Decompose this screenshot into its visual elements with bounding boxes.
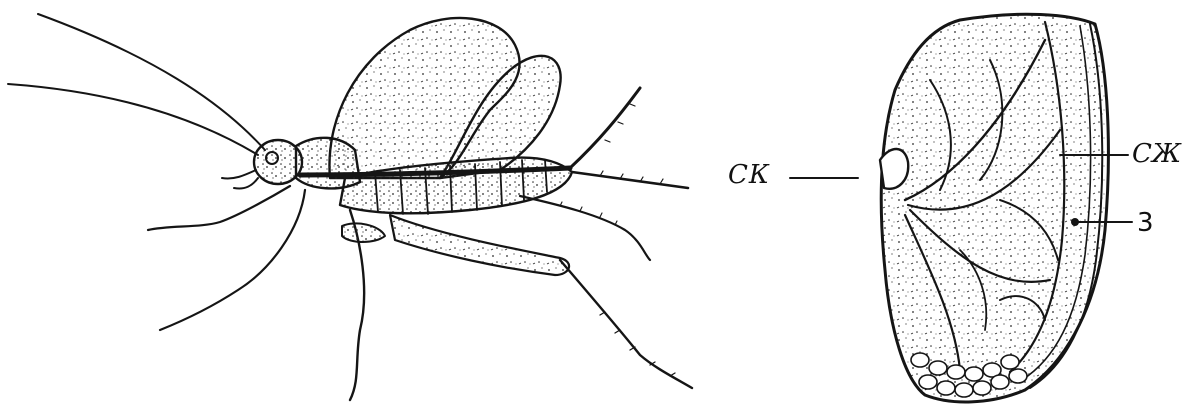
seed-hilum xyxy=(880,149,908,189)
leader-dot-3 xyxy=(1072,219,1079,226)
insect-hindleg-femur xyxy=(390,215,569,275)
seed-illustration xyxy=(790,14,1132,402)
label-3: 3 xyxy=(1137,210,1154,236)
insect-antenna-upper xyxy=(38,14,265,150)
insect-coxa xyxy=(342,223,385,242)
insect-illustration xyxy=(8,14,692,400)
insect-ovipositor xyxy=(570,88,640,168)
insect-rear-leg xyxy=(520,196,650,260)
insect-foreleg xyxy=(148,186,290,230)
insect-hindleg-tibia xyxy=(560,260,692,388)
insect-mouthparts xyxy=(222,170,258,189)
label-sk: СК xyxy=(728,162,770,188)
insect-cercus xyxy=(572,172,688,188)
label-szh: СЖ xyxy=(1132,141,1181,167)
insect-antenna-lower xyxy=(8,84,258,155)
insect-cercus-hairs xyxy=(600,104,663,184)
insect-foreleg-2 xyxy=(160,190,305,330)
